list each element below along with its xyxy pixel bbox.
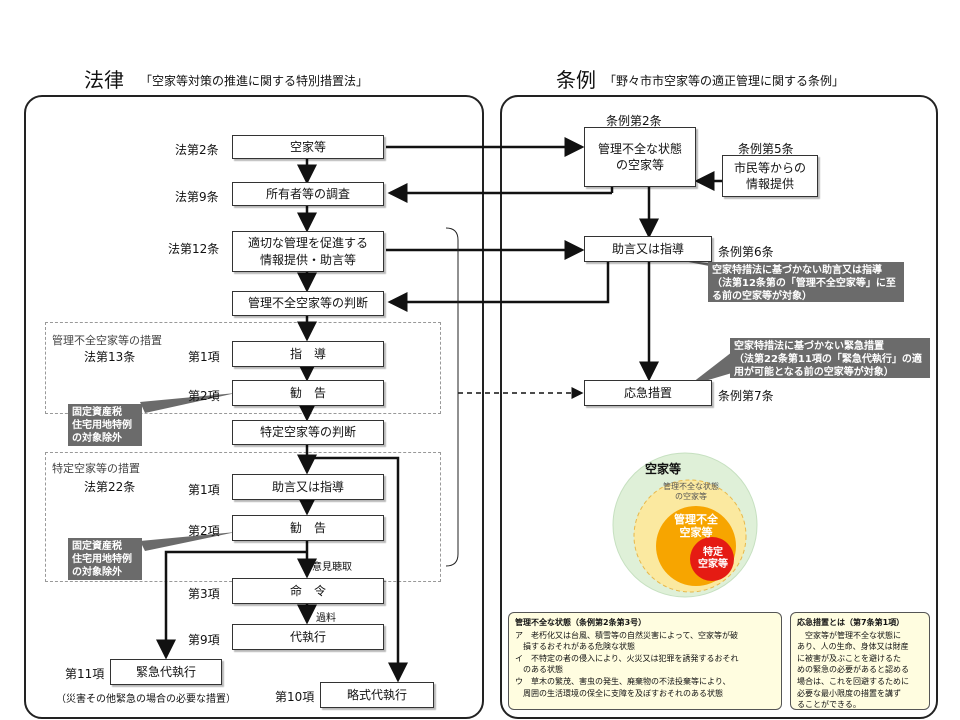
fuzen-note-line: 周囲の生活環境の保全に支障を及ぼすおそれのある状態 xyxy=(515,688,723,698)
label-art12: 法第12条 xyxy=(168,242,220,256)
fuzen-note-line: ウ 草木の繁茂、害虫の発生、廃棄物の不法投棄等により、 xyxy=(515,676,731,686)
fuzen-definition-note: 管理不全な状態（条例第2条第3号） ア 老朽化又は台風、積雪等の自然災害によって… xyxy=(508,612,782,710)
tokutei-judgment-box: 特定空家等の判断 xyxy=(232,420,384,445)
fuzen-note-line: イ 不特定の者の侵入により、火災又は犯罪を誘発するおそれ xyxy=(515,653,739,663)
label-p11: 第11項 xyxy=(65,667,105,681)
label-disaster: （災害その他緊急の場合の必要な措置） xyxy=(56,694,236,705)
emergency-note-line: あり、人の生命、身体又は財産 xyxy=(797,642,909,652)
emergency-definition-note: 応急措置とは（第7条第1項） 空家等が管理不全な状態に あり、人の生命、身体又は… xyxy=(790,612,930,710)
emergency-note-line: 空家等が管理不全な状態に xyxy=(797,630,901,640)
ordinance-advice-callout: 空家特措法に基づかない助言又は指導 （法第12条第の「管理不全空家等」に至 る前… xyxy=(708,262,904,302)
label-art2: 法第2条 xyxy=(175,143,219,157)
label-p1a: 第1項 xyxy=(188,350,220,364)
venn-fuzen-label: 管理不全な状態 の空家等 xyxy=(663,482,719,501)
kanri-group xyxy=(45,322,441,414)
emergency-note-line: 場合は、これを回避するために xyxy=(797,676,909,686)
ordinance-title: 条例 xyxy=(556,68,596,92)
owner-survey-box: 所有者等の調査 xyxy=(232,182,384,206)
ordinance-advice-box: 助言又は指導 xyxy=(584,236,712,262)
tax-exclusion-callout-2: 固定資産税 住宅用地特例 の対象除外 xyxy=(68,538,142,580)
emergency-note-line: に被害が及ぶことを避けるた xyxy=(797,653,901,663)
law-subtitle: 「空家等対策の推進に関する特別措置法」 xyxy=(140,74,369,88)
citizen-info-box: 市民等からの 情報提供 xyxy=(722,155,818,197)
label-art9: 法第9条 xyxy=(175,190,219,204)
label-p2a: 第2項 xyxy=(188,389,220,403)
label-hearing: 意見聴取 xyxy=(312,562,352,573)
ordinance-subtitle: 「野々市市空家等の適正管理に関する条例」 xyxy=(604,74,845,88)
emergency-measure-callout: 空家特措法に基づかない緊急措置 （法第22条第11項の「緊急代執行」の適 用が可… xyxy=(730,338,930,378)
recommendation-box-1: 勧 告 xyxy=(232,380,384,406)
label-p3: 第3項 xyxy=(188,587,220,601)
order-box: 命 令 xyxy=(232,578,384,604)
advice-guidance-box: 助言又は指導 xyxy=(232,474,384,500)
info-provision-box: 適切な管理を促進する 情報提供・助言等 xyxy=(232,231,384,272)
label-fine: 過料 xyxy=(316,613,336,624)
emergency-execution-box: 緊急代執行 xyxy=(110,659,222,685)
law-title: 法律 xyxy=(84,68,124,92)
venn-kanri-label: 管理不全 空家等 xyxy=(674,513,718,540)
label-p9: 第9項 xyxy=(188,633,220,647)
label-art13: 法第13条 xyxy=(84,350,136,364)
label-jo7: 条例第7条 xyxy=(718,389,774,403)
kanri-group-title: 管理不全空家等の措置 xyxy=(52,332,162,348)
fuzen-note-line: 損するおそれがある危険な状態 xyxy=(515,642,635,652)
label-jo2: 条例第2条 xyxy=(606,114,662,128)
kanri-judgment-box: 管理不全空家等の判断 xyxy=(232,291,384,316)
emergency-measure-box: 応急措置 xyxy=(584,380,712,406)
administrative-execution-box: 代執行 xyxy=(232,624,384,650)
label-jo5: 条例第5条 xyxy=(738,142,794,156)
fuzen-note-title: 管理不全な状態（条例第2条第3号） xyxy=(515,618,647,627)
label-p10: 第10項 xyxy=(275,690,315,704)
fuzen-akiya-box: 管理不全な状態 の空家等 xyxy=(584,127,696,187)
fuzen-note-line: ア 老朽化又は台風、積雪等の自然災害によって、空家等が破 xyxy=(515,630,738,640)
venn-tokutei-label: 特定 空家等 xyxy=(698,547,728,570)
recommendation-box-2: 勧 告 xyxy=(232,515,384,541)
emergency-note-line: 必要な最小限度の措置を講ず xyxy=(797,688,901,698)
emergency-note-line: めの緊急の必要があると認める xyxy=(797,665,909,675)
label-jo6: 条例第6条 xyxy=(718,245,774,259)
akiya-box: 空家等 xyxy=(232,135,384,159)
summary-execution-box: 略式代執行 xyxy=(320,682,434,708)
label-art22: 法第22条 xyxy=(84,480,136,494)
tokutei-group-title: 特定空家等の措置 xyxy=(52,460,140,476)
emergency-note-title: 応急措置とは（第7条第1項） xyxy=(797,618,905,627)
venn-diagram xyxy=(612,452,758,598)
fuzen-note-line: のある状態 xyxy=(515,665,563,675)
tax-exclusion-callout-1: 固定資産税 住宅用地特例 の対象除外 xyxy=(68,404,142,446)
label-p1b: 第1項 xyxy=(188,483,220,497)
venn-akiya-label: 空家等 xyxy=(645,462,682,476)
emergency-note-line: ることができる。 xyxy=(797,700,861,710)
guidance-box: 指 導 xyxy=(232,341,384,367)
label-p2b: 第2項 xyxy=(188,524,220,538)
